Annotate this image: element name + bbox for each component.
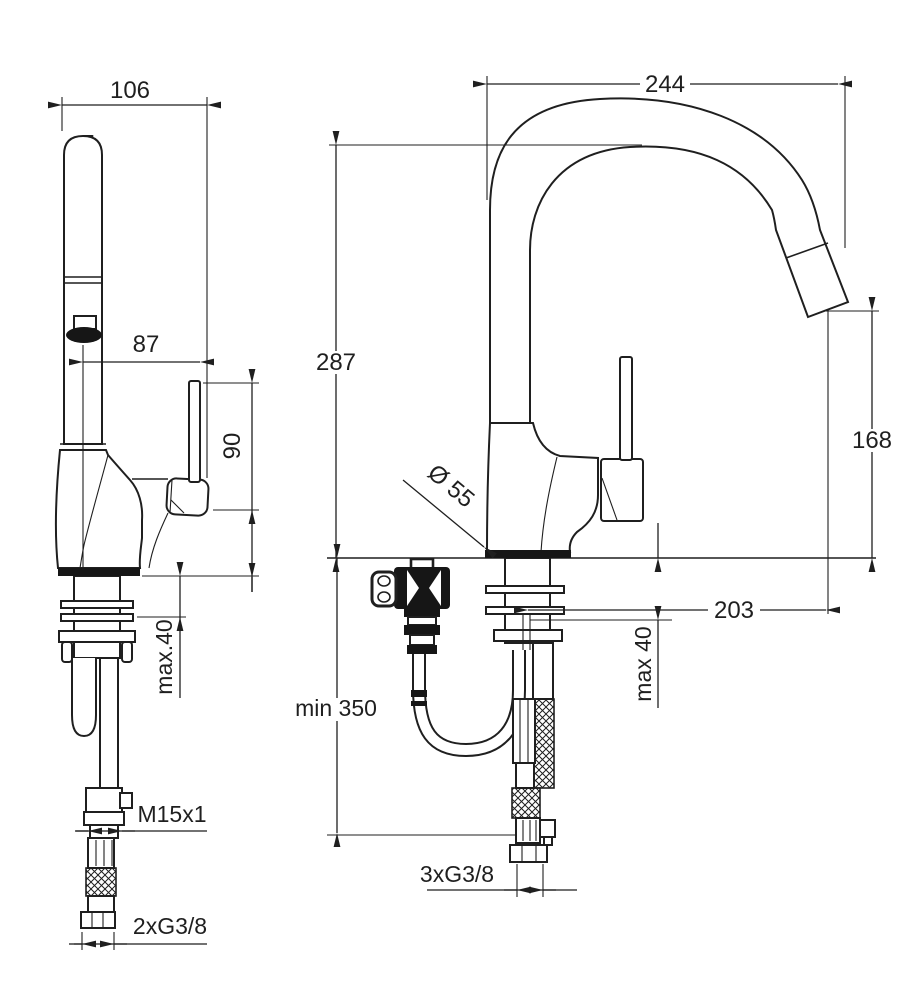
spray-hose-loop [411,650,526,758]
supply-hoses [509,642,556,863]
dim-max40-right: max 40 [530,523,672,708]
valve-knob [370,570,398,608]
dim-90: 90 [142,369,259,592]
left-lever-rod [188,380,201,483]
left-supply-hose [99,657,119,789]
right-handle [600,458,644,522]
dim-2xg38: 2xG3/8 [69,913,207,950]
dim-203-label: 203 [714,597,754,624]
dim-87: 87 [69,331,214,570]
dim-168-label: 168 [852,427,892,454]
dim-min350: min 350 [286,544,516,847]
dim-dia55: Ø 55 [402,459,497,559]
left-clamp-screw [121,641,133,663]
right-faucet-body [485,97,850,558]
dim-m15x1: M15x1 [75,801,207,835]
dim-max40-right-label: max 40 [630,626,656,701]
dim-dia55-label: Ø 55 [422,459,479,513]
dim-m15x1-label: M15x1 [137,801,206,827]
left-washer-2 [60,613,134,622]
dim-287-label: 287 [316,349,356,376]
left-clamp-plate [58,630,136,643]
dim-287: 287 [310,131,642,572]
left-spout-tube [63,135,103,445]
dim-90-label: 90 [219,433,246,460]
dim-2xg38-label: 2xG3/8 [133,913,207,939]
right-view: 244 287 168 Ø 55 203 [286,71,897,897]
right-washer-1 [485,585,565,594]
left-base-plate [58,568,140,576]
right-lever-rod [619,356,633,461]
spray-head-joint [785,242,829,259]
left-spray-hose-end [71,658,97,738]
dim-106: 106 [48,77,221,478]
dim-max40-left: max.40 [137,562,186,698]
dim-87-label: 87 [133,331,160,358]
angle-valve [370,557,450,654]
dim-168: 168 [826,297,897,614]
dim-3xg38-label: 3xG3/8 [420,861,494,887]
left-braided-hose [85,867,117,897]
mounting-shank [504,557,551,644]
left-faucet-body [54,135,210,576]
dim-244: 244 [473,71,852,248]
aerator-icon [66,327,102,343]
dim-203: 203 [514,597,840,624]
left-view: 106 87 90 max.40 M15x1 [48,77,259,950]
dim-106-label: 106 [110,77,150,104]
left-clamp-screw [61,641,73,663]
right-undercounter-assembly [370,557,565,863]
dim-min350-label: min 350 [295,695,377,721]
dim-max40-left-label: max.40 [151,619,177,694]
left-washer-1 [60,600,134,609]
dim-244-label: 244 [645,71,685,98]
right-hose-nut [509,844,548,863]
dim-3xg38: 3xG3/8 [420,861,577,897]
right-base-plate [485,550,571,558]
gooseneck-spout [489,97,850,424]
left-hose-nut [80,911,116,929]
left-undercounter-assembly [58,575,136,929]
right-clamp-plate [493,629,563,642]
left-handle [165,477,210,517]
